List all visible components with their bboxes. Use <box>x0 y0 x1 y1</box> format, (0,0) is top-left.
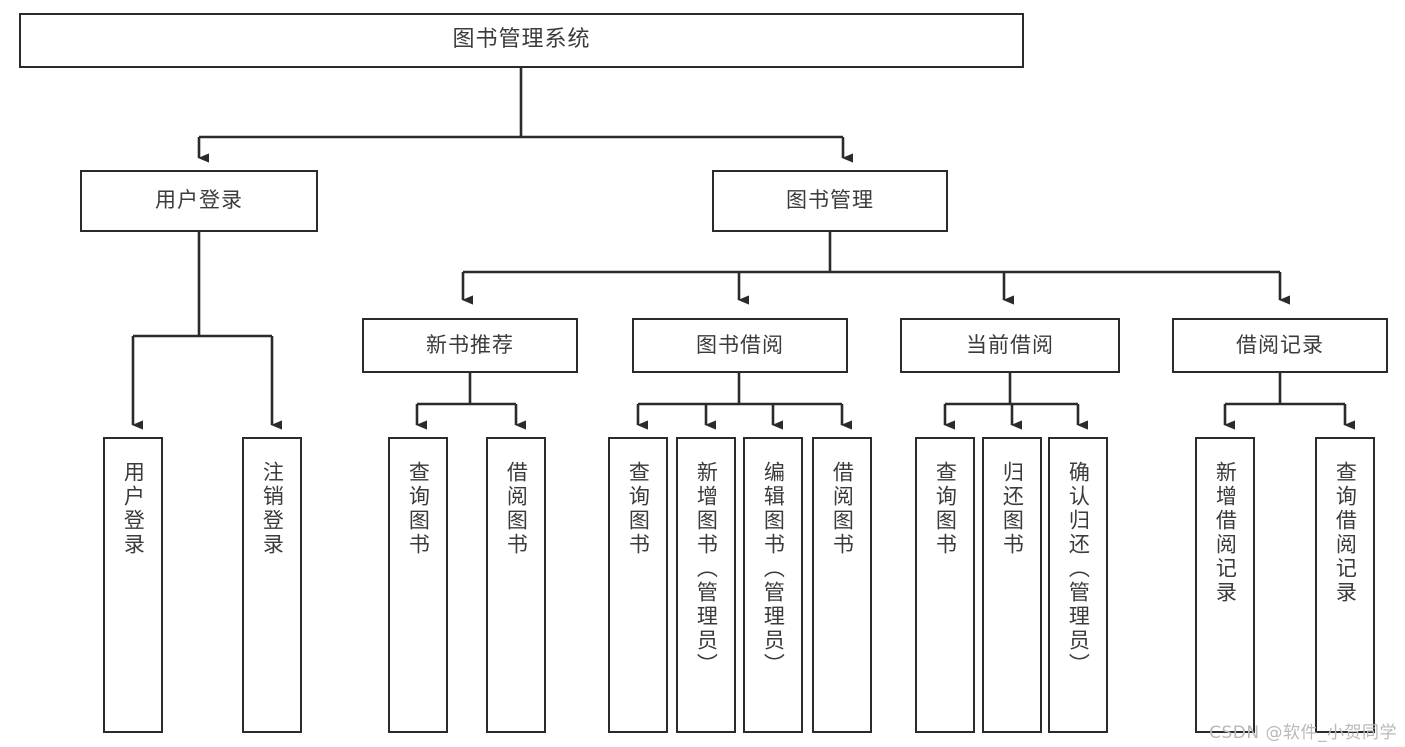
node-book-borrow[interactable]: 图书借阅 <box>632 318 848 373</box>
node-leaf-query-book-1[interactable]: 查询图书 <box>388 437 448 733</box>
node-new-book-recommend[interactable]: 新书推荐 <box>362 318 578 373</box>
node-current-borrow-label: 当前借阅 <box>966 332 1054 357</box>
node-leaf-return-book[interactable]: 归还图书 <box>982 437 1042 733</box>
node-borrow-record-label: 借阅记录 <box>1236 332 1324 357</box>
node-book-manage-label: 图书管理 <box>786 188 874 213</box>
node-leaf-edit-book-label: 编辑图书（管理员） <box>761 461 786 677</box>
node-leaf-query-book-2-label: 查询图书 <box>626 461 651 557</box>
node-current-borrow[interactable]: 当前借阅 <box>900 318 1120 373</box>
csdn-watermark: CSDN @软件_小贺同学 <box>1209 723 1397 743</box>
node-leaf-query-record[interactable]: 查询借阅记录 <box>1315 437 1375 733</box>
node-leaf-logout[interactable]: 注销登录 <box>242 437 302 733</box>
node-leaf-query-book-3[interactable]: 查询图书 <box>915 437 975 733</box>
node-root-label: 图书管理系统 <box>452 27 591 53</box>
node-leaf-add-book[interactable]: 新增图书（管理员） <box>676 437 736 733</box>
node-leaf-borrow-book-1-label: 借阅图书 <box>504 461 529 557</box>
node-leaf-edit-book[interactable]: 编辑图书（管理员） <box>743 437 803 733</box>
node-leaf-return-book-label: 归还图书 <box>1000 461 1025 557</box>
node-leaf-add-record-label: 新增借阅记录 <box>1213 461 1238 605</box>
node-book-manage[interactable]: 图书管理 <box>712 170 948 232</box>
node-leaf-query-book-2[interactable]: 查询图书 <box>608 437 668 733</box>
node-root[interactable]: 图书管理系统 <box>19 13 1024 68</box>
node-leaf-confirm-return[interactable]: 确认归还（管理员） <box>1048 437 1108 733</box>
node-leaf-borrow-book-1[interactable]: 借阅图书 <box>486 437 546 733</box>
node-leaf-confirm-return-label: 确认归还（管理员） <box>1066 461 1091 677</box>
node-leaf-query-book-3-label: 查询图书 <box>933 461 958 557</box>
node-leaf-query-book-1-label: 查询图书 <box>406 461 431 557</box>
node-leaf-borrow-book-2-label: 借阅图书 <box>830 461 855 557</box>
node-user-login-label: 用户登录 <box>155 188 243 213</box>
node-user-login[interactable]: 用户登录 <box>80 170 318 232</box>
node-leaf-user-login-label: 用户登录 <box>121 461 146 557</box>
node-new-book-recommend-label: 新书推荐 <box>426 332 514 357</box>
node-book-borrow-label: 图书借阅 <box>696 332 784 357</box>
node-leaf-borrow-book-2[interactable]: 借阅图书 <box>812 437 872 733</box>
node-leaf-user-login[interactable]: 用户登录 <box>103 437 163 733</box>
node-borrow-record[interactable]: 借阅记录 <box>1172 318 1388 373</box>
node-leaf-add-book-label: 新增图书（管理员） <box>694 461 719 677</box>
node-leaf-query-record-label: 查询借阅记录 <box>1333 461 1358 605</box>
node-leaf-logout-label: 注销登录 <box>260 461 285 557</box>
node-leaf-add-record[interactable]: 新增借阅记录 <box>1195 437 1255 733</box>
